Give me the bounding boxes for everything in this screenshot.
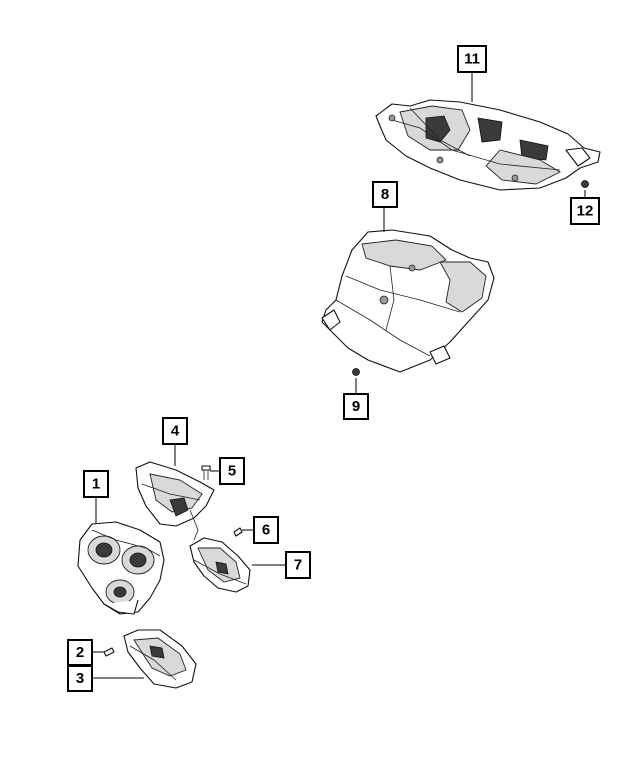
callout-7: 7 xyxy=(285,551,311,579)
part-3-lower-shield xyxy=(123,629,197,689)
leader-lines xyxy=(92,72,586,679)
callout-8-label: 8 xyxy=(381,186,389,203)
callout-4: 4 xyxy=(162,417,188,445)
part-5-bolt xyxy=(201,465,211,480)
part-7-shield xyxy=(189,537,251,593)
part-12-nut xyxy=(581,180,589,188)
callout-6: 6 xyxy=(253,516,279,544)
part-8-heat-shield xyxy=(321,229,495,373)
callout-2: 2 xyxy=(67,639,93,666)
callout-9-label: 9 xyxy=(352,398,360,415)
callout-11-label: 11 xyxy=(464,51,480,68)
callout-6-label: 6 xyxy=(262,522,270,539)
part-2-bolt xyxy=(103,647,115,657)
callout-1: 1 xyxy=(83,470,109,498)
callout-3-label: 3 xyxy=(76,670,84,687)
callout-5-label: 5 xyxy=(228,463,236,480)
part-11-heat-shield xyxy=(375,99,601,191)
part-9-nut xyxy=(352,368,360,376)
callout-2-label: 2 xyxy=(76,644,84,661)
callout-11: 11 xyxy=(457,45,487,73)
callout-3: 3 xyxy=(67,665,93,692)
callout-8: 8 xyxy=(372,181,398,208)
callout-1-label: 1 xyxy=(92,476,100,493)
callout-12: 12 xyxy=(570,197,600,225)
callout-9: 9 xyxy=(343,393,369,420)
callout-4-label: 4 xyxy=(171,423,180,440)
part-4-manifold-shield xyxy=(135,461,215,541)
callout-5: 5 xyxy=(219,457,245,485)
part-6-bolt xyxy=(233,527,243,537)
part-1-exhaust-manifold xyxy=(77,521,165,615)
callout-12-label: 12 xyxy=(577,203,594,220)
callout-7-label: 7 xyxy=(294,557,302,574)
